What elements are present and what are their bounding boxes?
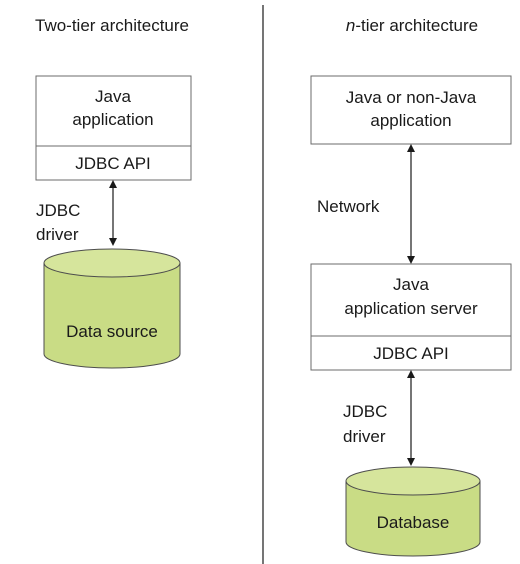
network-label: Network bbox=[317, 197, 380, 216]
n-tier-jdbc-driver-label-line1: JDBC bbox=[343, 402, 387, 421]
jdbc-driver-label-line1: JDBC bbox=[36, 201, 80, 220]
client-application-line2: application bbox=[370, 111, 451, 130]
n-tier-section: n-tier architecture Java or non-Java app… bbox=[310, 16, 512, 557]
java-application-line2: application bbox=[72, 110, 153, 129]
n-tier-jdbc-api-label: JDBC API bbox=[373, 344, 449, 363]
n-tier-title-rest: -tier architecture bbox=[355, 16, 478, 35]
data-source-cylinder-body bbox=[43, 262, 181, 369]
data-source-cylinder: Data source bbox=[43, 248, 181, 369]
application-server-line2: application server bbox=[344, 299, 478, 318]
two-tier-section: Two-tier architecture Java application J… bbox=[35, 16, 192, 369]
data-source-label: Data source bbox=[66, 322, 158, 341]
jdbc-api-label: JDBC API bbox=[75, 154, 151, 173]
database-cylinder-body bbox=[345, 480, 481, 557]
application-server-box bbox=[310, 263, 512, 337]
n-tier-title-n: n bbox=[346, 16, 355, 35]
client-application-line1: Java or non-Java bbox=[346, 88, 477, 107]
jdbc-driver-label-line2: driver bbox=[36, 225, 79, 244]
n-tier-jdbc-driver-label-line2: driver bbox=[343, 427, 386, 446]
two-tier-title: Two-tier architecture bbox=[35, 16, 189, 35]
application-server-line1: Java bbox=[393, 275, 429, 294]
database-cylinder: Database bbox=[345, 466, 481, 557]
client-application-box bbox=[310, 75, 512, 145]
data-source-cylinder-top bbox=[43, 248, 181, 278]
database-cylinder-top bbox=[345, 466, 481, 496]
jdbc-api-box bbox=[35, 145, 192, 181]
database-label: Database bbox=[377, 513, 450, 532]
java-application-line1: Java bbox=[95, 87, 131, 106]
n-tier-title: n-tier architecture bbox=[346, 16, 478, 35]
